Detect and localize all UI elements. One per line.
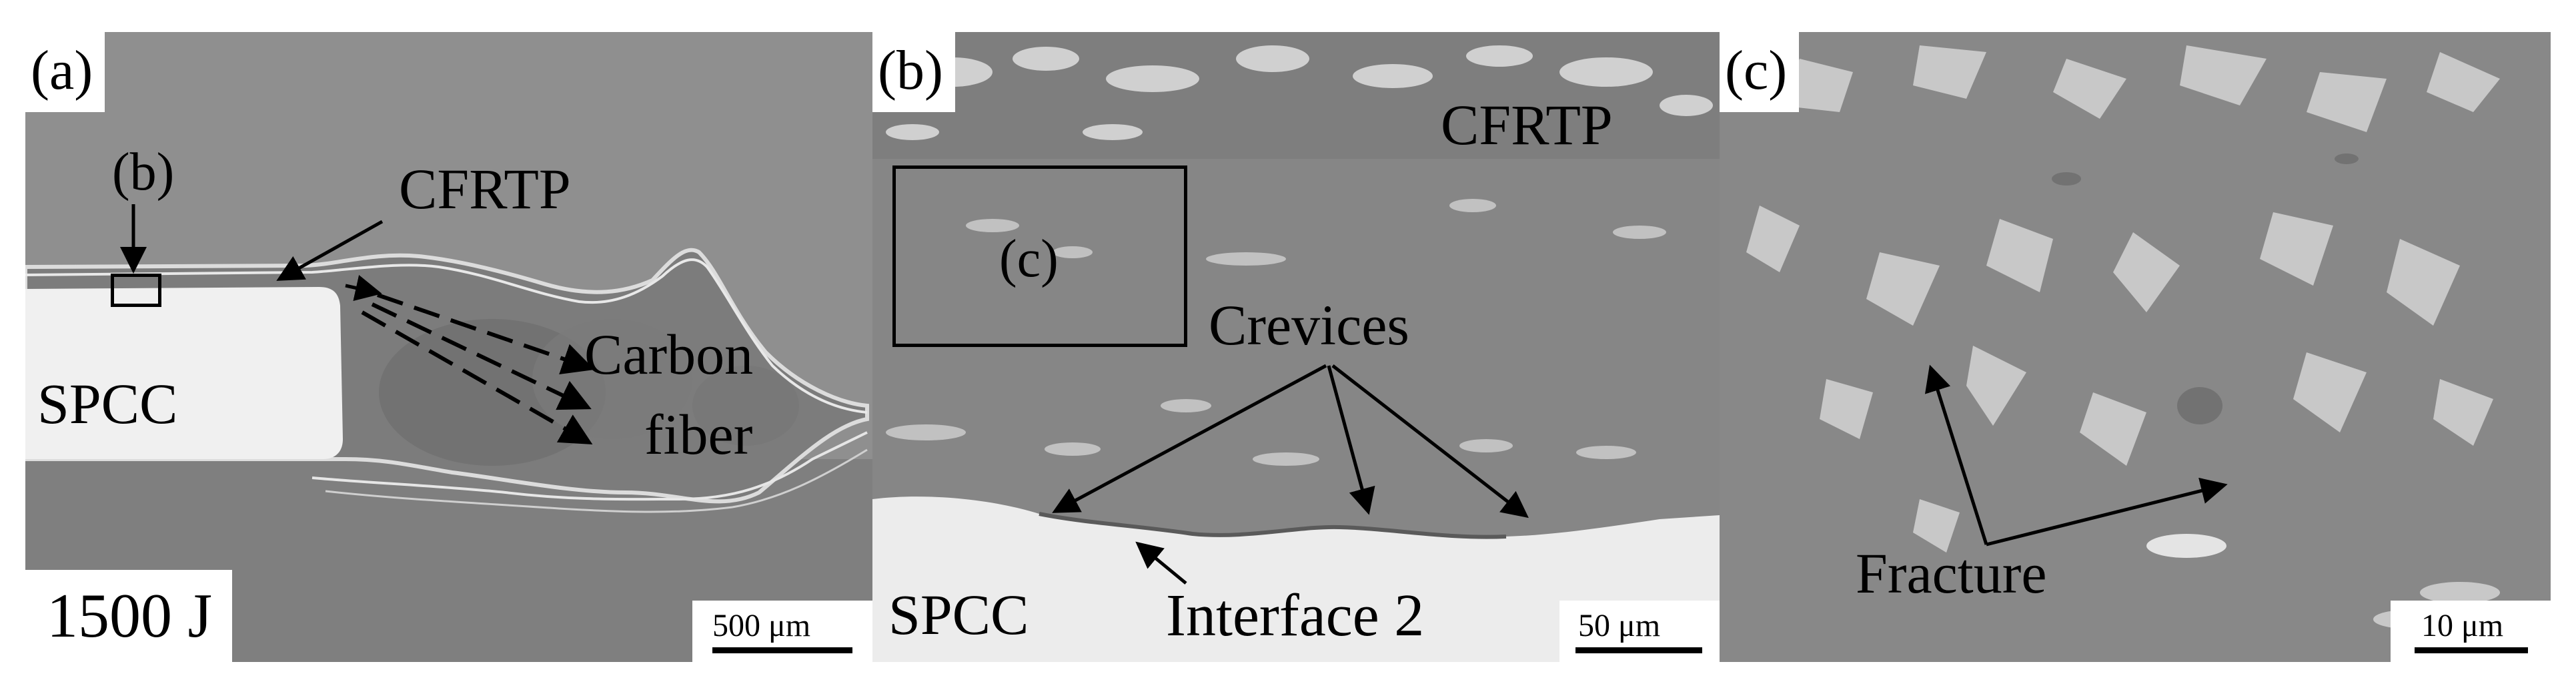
label-interface-2: Interface 2 (1166, 583, 1425, 649)
scalebar-a-text: 500 μm (712, 608, 811, 643)
sem-image-b (872, 32, 1720, 662)
label-cfrtp-a: CFRTP (399, 157, 571, 221)
region-c-marker (892, 165, 1187, 347)
annotation-arrows-a (120, 204, 595, 444)
label-carbon: Carbon (584, 322, 754, 386)
panel-b-tag: (b) (872, 32, 955, 112)
scalebar-a-line (712, 647, 852, 653)
panel-c-tag: (c) (1720, 32, 1800, 112)
scalebar-b-text: 50 μm (1578, 608, 1661, 643)
panel-b: (b) CFRTP (c) Crevices SPCC Interface 2 … (872, 32, 1720, 662)
panel-a-tag: (a) (25, 32, 105, 112)
label-cfrtp-b: CFRTP (1441, 93, 1613, 157)
scalebar-b-line (1575, 647, 1702, 653)
scalebar-b: 50 μm (1559, 601, 1720, 662)
scalebar-a: 500 μm (692, 601, 872, 662)
label-spcc-b: SPCC (888, 583, 1029, 647)
scalebar-c: 10 μm (2391, 601, 2551, 662)
label-crevices: Crevices (1209, 293, 1409, 357)
label-b-reference: (b) (112, 143, 175, 202)
label-spcc-a: SPCC (37, 372, 178, 436)
scalebar-c-text: 10 μm (2421, 608, 2504, 643)
panel-c: (c) Fracture 10 μm (1720, 32, 2551, 662)
label-fiber: fiber (644, 402, 753, 466)
annotation-arrows-b (1052, 364, 1529, 585)
annotation-arrows-c (1924, 364, 2228, 547)
label-c-reference: (c) (999, 230, 1059, 288)
panel-a: (a) (b) CFRTP SPCC Carbon fiber 1500 J 5… (25, 32, 872, 662)
scalebar-c-line (2415, 647, 2528, 653)
energy-label: 1500 J (25, 570, 233, 662)
region-b-marker (111, 274, 161, 307)
label-fracture: Fracture (1856, 541, 2047, 605)
